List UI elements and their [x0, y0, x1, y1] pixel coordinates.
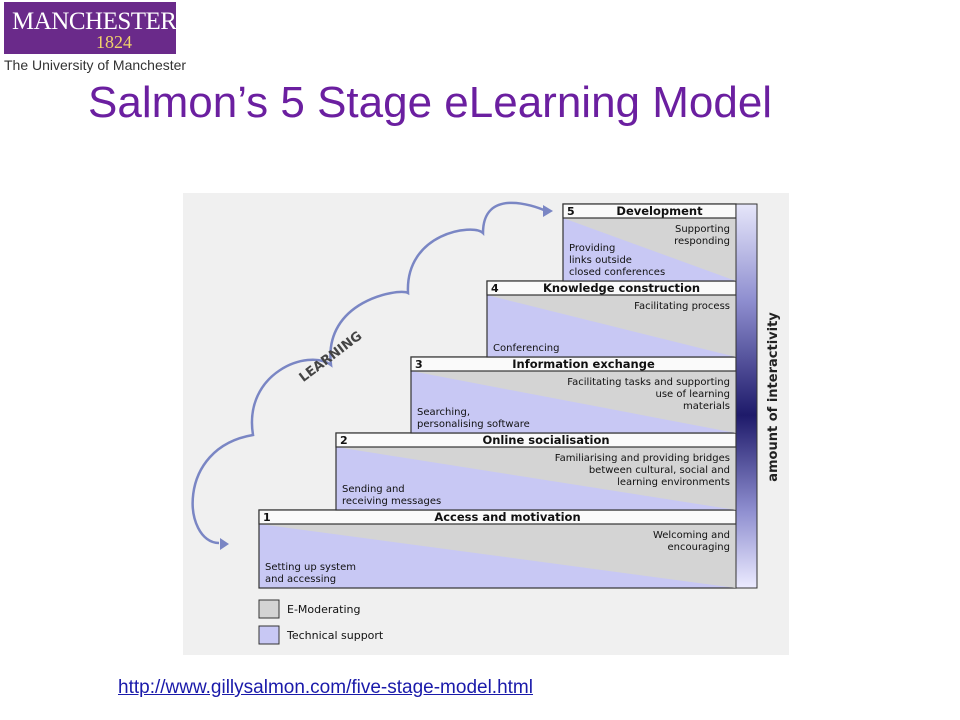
source-link[interactable]: http://www.gillysalmon.com/five-stage-mo…	[118, 677, 533, 698]
technical-text: closed conferences	[569, 267, 665, 278]
moderating-wedge	[563, 218, 736, 281]
stage-number: 5	[567, 205, 575, 218]
stage-name: Development	[616, 204, 703, 218]
legend-label: Technical support	[286, 629, 384, 642]
arrow-head-start	[220, 538, 229, 550]
moderating-text: use of learning	[656, 389, 731, 400]
moderating-text: Facilitating process	[634, 301, 730, 312]
moderating-wedge	[411, 371, 736, 433]
moderating-text: Supporting	[675, 224, 730, 235]
university-logo: MANCHESTER 1824	[4, 2, 177, 54]
interactivity-label: amount of interactivity	[766, 312, 781, 482]
learning-arrows	[191, 201, 553, 550]
logo-year: 1824	[96, 32, 132, 52]
moderating-text: Welcoming and	[653, 530, 730, 541]
technical-text: Providing	[569, 243, 615, 254]
moderating-text: responding	[674, 236, 730, 247]
stage-name: Online socialisation	[482, 433, 609, 447]
stage-number: 1	[263, 511, 271, 524]
stage-number: 2	[340, 434, 348, 447]
arrow-head-end	[543, 205, 553, 217]
page-title: Salmon’s 5 Stage eLearning Model	[88, 78, 773, 127]
legend-swatch	[258, 625, 280, 645]
moderating-wedge	[487, 295, 736, 357]
technical-text: Setting up system	[265, 562, 356, 573]
stage-number: 3	[415, 358, 423, 371]
technical-text: receiving messages	[342, 496, 441, 507]
technical-text: Conferencing	[493, 343, 559, 354]
legend-swatch	[258, 599, 280, 619]
stage-name: Information exchange	[512, 357, 655, 371]
moderating-text: learning environments	[617, 477, 730, 488]
logo-wordmark: MANCHESTER	[12, 8, 177, 35]
technical-text: Searching,	[417, 407, 470, 418]
technical-text: links outside	[569, 255, 632, 266]
moderating-text: encouraging	[668, 542, 731, 553]
stage-number: 4	[491, 282, 499, 295]
technical-text: personalising software	[417, 419, 530, 430]
interactivity-bar	[735, 203, 758, 589]
technical-text: Sending and	[342, 484, 405, 495]
technical-text: and accessing	[265, 574, 336, 585]
university-name: The University of Manchester	[4, 57, 187, 73]
stage-5: 5 DevelopmentSupportingrespondingProvidin…	[562, 203, 737, 282]
moderating-text: between cultural, social and	[589, 465, 730, 476]
stage-name: Access and motivation	[434, 510, 580, 524]
learning-arc	[191, 201, 547, 545]
moderating-text: Familiarising and providing bridges	[555, 453, 730, 464]
moderating-text: materials	[683, 401, 730, 412]
learning-label: LEARNING	[297, 329, 366, 386]
moderating-wedge	[336, 447, 736, 510]
moderating-text: Facilitating tasks and supporting	[567, 377, 730, 388]
stage-name: Knowledge construction	[543, 281, 700, 295]
legend-label: E-Moderating	[287, 603, 360, 616]
moderating-wedge	[259, 524, 736, 588]
